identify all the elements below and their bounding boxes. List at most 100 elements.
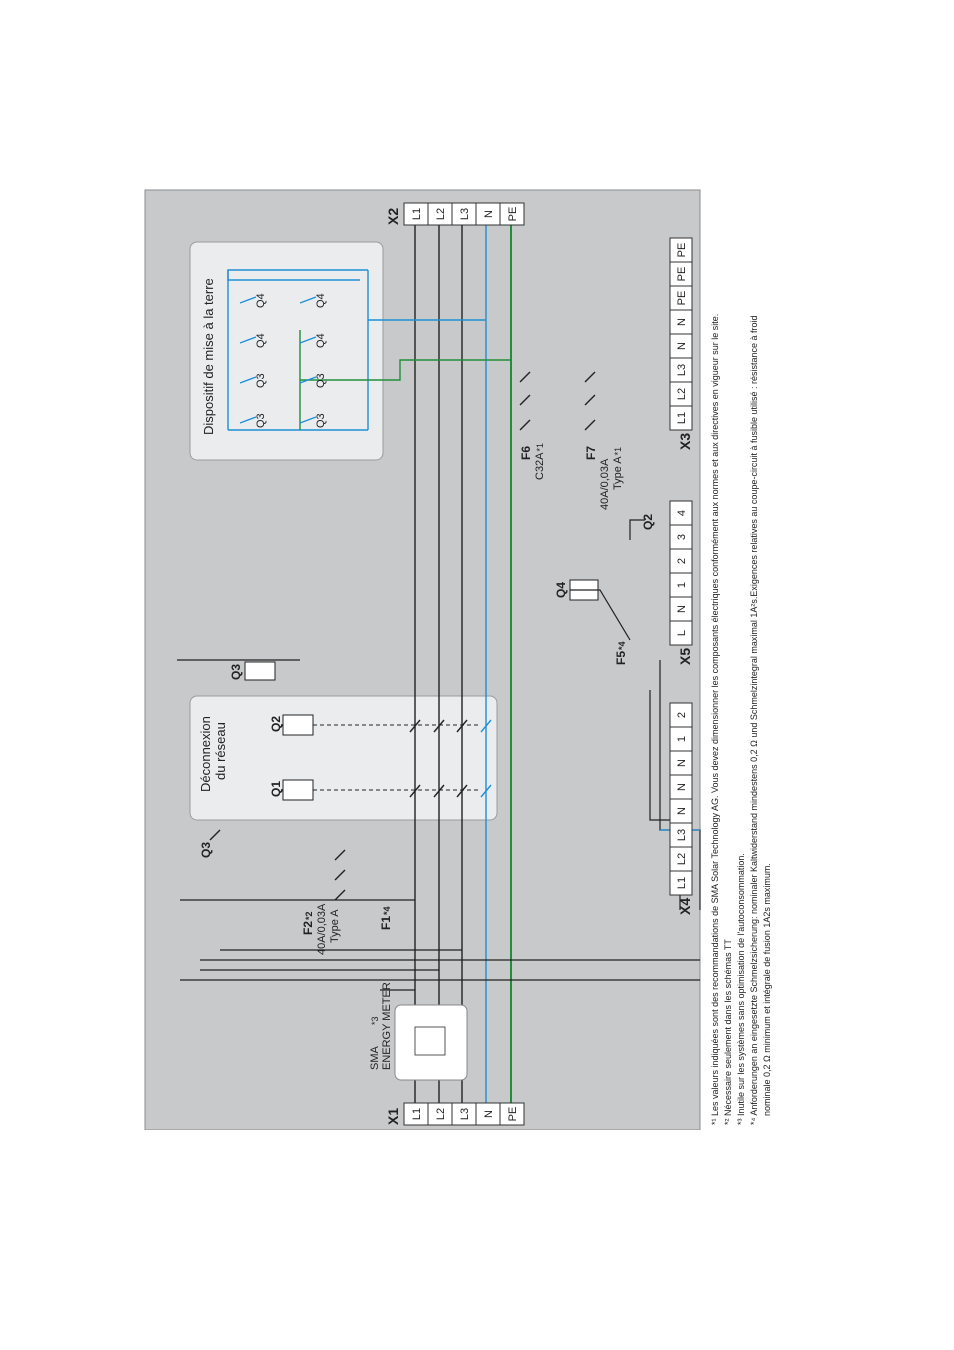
x2-pin-label: L3 — [459, 208, 471, 220]
q3-breaker-label: Q3 — [199, 842, 213, 858]
x4-pin-label: N — [676, 783, 688, 791]
x1-terminal-block: L1 L2 L3 N PE X1 — [385, 1102, 525, 1126]
q3-earth-1: Q3 — [255, 413, 267, 428]
x1-pin-label: L1 — [411, 1108, 423, 1120]
meter-line1: SMA — [369, 1046, 381, 1071]
x3-pin-label: PE — [676, 267, 688, 282]
footnote-4: *⁴ Anforderungen an eingesetzte Schmelzs… — [749, 315, 759, 1125]
x4-terminal-block: L1 L2 L3 N N N 1 2X4 — [669, 702, 693, 915]
q4-earth-4: Q4 — [315, 293, 327, 308]
x4-name: X4 — [677, 898, 693, 915]
footnote-2: *² Nécessaire seulement dans les schémas… — [723, 939, 733, 1125]
footnote-3: *³ Inutile sur les systèmes sans optimis… — [736, 853, 746, 1125]
q3-earth-3: Q3 — [255, 373, 267, 388]
meter-display — [414, 1026, 446, 1056]
footnote-5: nominale 0,2 Ω minimum et intégrale de f… — [762, 863, 772, 1116]
f7-label: F7 — [584, 446, 598, 460]
f1-label: F1*4 — [379, 906, 393, 930]
f2-type: Type A — [329, 909, 341, 943]
x1-pin-label: L2 — [435, 1108, 447, 1120]
x3-pin-label: L3 — [676, 364, 688, 376]
x1-name: X1 — [385, 1108, 401, 1125]
x3-pin-label: PE — [676, 291, 688, 306]
disconnect-contacts — [409, 719, 468, 798]
q4-earth-2: Q4 — [315, 333, 327, 348]
f2-rating: 40A/0,03A — [316, 903, 328, 955]
earthing-device-box — [189, 241, 384, 461]
f2-label: F2*2 — [301, 911, 315, 935]
x4-terminal-2 — [669, 702, 693, 728]
energy-meter — [394, 1004, 468, 1081]
q2-label: Q2 — [269, 716, 283, 732]
x1-terminal-pe — [499, 1102, 525, 1126]
x1-pin-label: N — [483, 1110, 495, 1118]
x2-pin-label: L1 — [411, 208, 423, 220]
x3-terminal-block: L1 L2 L3 N N PE PE PE X3 — [669, 237, 693, 450]
q3-coil — [244, 661, 276, 681]
f5-label: F5*4 — [614, 641, 628, 665]
q4-earth-1: Q4 — [255, 333, 267, 348]
earthing-switches — [239, 296, 317, 424]
x3-terminal-pe — [669, 237, 693, 263]
q4-earth-3: Q4 — [255, 293, 267, 308]
q1-label: Q1 — [269, 781, 283, 797]
x4-pin-label: L1 — [676, 877, 688, 889]
x3-pin-label: N — [676, 318, 688, 326]
earthing-device-title: Dispositif de mise à la terre — [201, 278, 216, 435]
x5-pin-label: 2 — [676, 558, 688, 564]
x2-pin-label: N — [483, 210, 495, 218]
earthing-device-wiring — [227, 269, 511, 431]
x5-wiring — [570, 589, 631, 641]
x3-pin-label: N — [676, 342, 688, 350]
x3-pin-label: L1 — [676, 412, 688, 424]
x5-terminal-block: L N 1 2 3 4X5 — [669, 500, 693, 665]
q2-coil — [282, 714, 314, 736]
x4-pin-label: N — [676, 807, 688, 815]
x2-terminal-pe — [499, 202, 525, 226]
f7-rating: 40A/0,03A — [599, 458, 611, 510]
footnote-1: *¹ Les valeurs indiquées sont des recomm… — [710, 314, 720, 1125]
f6-rating: C32A*1 — [534, 443, 546, 480]
grid-disconnect-title-1: Déconnexion — [198, 716, 213, 792]
f6-f7-contacts — [519, 371, 596, 431]
x4-pin-label: N — [676, 759, 688, 767]
main-phase-wires — [414, 225, 463, 1115]
x1-pin-label: PE — [507, 1107, 519, 1122]
x3-pin-label: L2 — [676, 388, 688, 400]
q4-coil-label: Q4 — [554, 582, 568, 598]
q3-coil-label: Q3 — [229, 664, 243, 680]
x3-pin-label: PE — [676, 243, 688, 258]
f2-rcd-contacts — [334, 849, 346, 901]
x1-pin-label: L3 — [459, 1108, 471, 1120]
x4-pin-label: 2 — [676, 712, 688, 718]
x5-pin-label: L — [676, 630, 688, 636]
meter-mark: *3 — [370, 1016, 380, 1025]
x5-pin-label: 1 — [676, 582, 688, 588]
f6-label: F6 — [519, 446, 533, 460]
f7-type: Type A*1 — [612, 447, 624, 490]
q3-breaker-contact — [209, 829, 221, 841]
grid-disconnect-box — [189, 695, 498, 821]
x5-pin-label: 4 — [676, 510, 688, 516]
x4-pin-label: L2 — [676, 853, 688, 865]
x5-q2-wiring — [629, 519, 645, 540]
x5-name: X5 — [677, 648, 693, 665]
x4-pin-label: 1 — [676, 736, 688, 742]
f1-f2-wiring — [180, 899, 700, 991]
q2-x5-label: Q2 — [641, 514, 655, 530]
disconnect-neutral-contacts — [480, 719, 492, 798]
q1-coil — [282, 779, 314, 801]
x5-pin-label: 3 — [676, 534, 688, 540]
x4-pin-label: L3 — [676, 829, 688, 841]
x2-pin-label: L2 — [435, 208, 447, 220]
grid-disconnect-title-2: du réseau — [213, 722, 228, 780]
x2-name: X2 — [385, 208, 401, 225]
x2-pin-label: PE — [507, 207, 519, 222]
x3-name: X3 — [677, 433, 693, 450]
meter-line2: ENERGY METER — [381, 982, 393, 1070]
x2-terminal-block: L1 L2 L3 N PE X2 — [385, 202, 525, 226]
x5-terminal-4 — [669, 500, 693, 526]
x5-pin-label: N — [676, 605, 688, 613]
q3-earth-4: Q3 — [315, 373, 327, 388]
q3-earth-2: Q3 — [315, 413, 327, 428]
